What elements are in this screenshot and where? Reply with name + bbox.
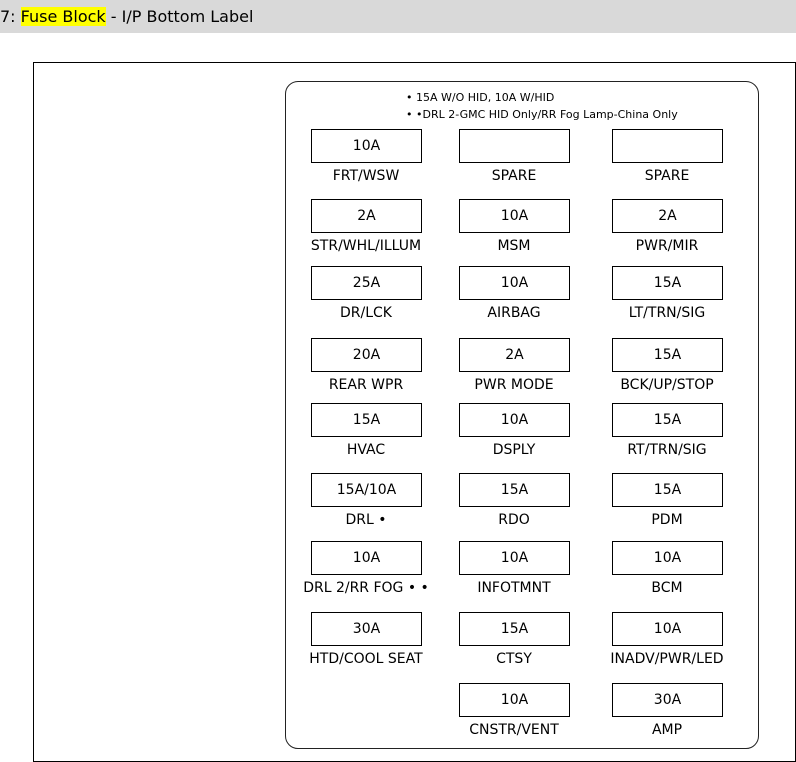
fuse-circuit-label: BCM bbox=[651, 580, 683, 596]
note-line-2: • •DRL 2-GMC HID Only/RR Fog Lamp-China … bbox=[406, 108, 678, 121]
fuse-rating-box: 15A bbox=[612, 473, 723, 507]
fuse-rating-box: 15A bbox=[311, 403, 422, 437]
fuse-circuit-label: BCK/UP/STOP bbox=[620, 377, 714, 393]
title-prefix: 7: bbox=[0, 7, 21, 26]
fuse-circuit-label: CTSY bbox=[496, 651, 532, 667]
fuse-circuit-label: LT/TRN/SIG bbox=[628, 305, 706, 321]
fuse-rating-box: 20A bbox=[311, 338, 422, 372]
fuse-circuit-label: AMP bbox=[651, 722, 683, 738]
fuse-circuit-label: HVAC bbox=[346, 442, 386, 458]
fuse-rating-box: 15A bbox=[459, 612, 570, 646]
fuse-circuit-label: CNSTR/VENT bbox=[469, 722, 559, 738]
title-bar: 7: Fuse Block - I/P Bottom Label bbox=[0, 0, 796, 33]
fuse-rating-box: 10A bbox=[459, 266, 570, 300]
fuse-circuit-label: PWR MODE bbox=[474, 377, 554, 393]
fuse-rating-box: 10A bbox=[311, 541, 422, 575]
fuse-rating-box: 15A bbox=[459, 473, 570, 507]
fuse-rating-box: 30A bbox=[612, 683, 723, 717]
fuse-circuit-label: DR/LCK bbox=[340, 305, 392, 321]
fuse-rating-box: 15A/10A bbox=[311, 473, 422, 507]
fuse-circuit-label: REAR WPR bbox=[328, 377, 404, 393]
fuse-circuit-label: SPARE bbox=[491, 168, 537, 184]
fuse-label-panel bbox=[285, 81, 759, 749]
fuse-rating-box: 10A bbox=[459, 683, 570, 717]
fuse-rating-box: 10A bbox=[612, 612, 723, 646]
fuse-circuit-label: MSM bbox=[497, 238, 531, 254]
fuse-circuit-label: RDO bbox=[498, 512, 530, 528]
fuse-rating-box: 30A bbox=[311, 612, 422, 646]
title-rest: - I/P Bottom Label bbox=[105, 7, 254, 26]
fuse-circuit-label: PWR/MIR bbox=[635, 238, 699, 254]
fuse-rating-box bbox=[612, 129, 723, 163]
fuse-rating-box: 15A bbox=[612, 266, 723, 300]
fuse-rating-box: 10A bbox=[311, 129, 422, 163]
fuse-circuit-label: SPARE bbox=[644, 168, 690, 184]
fuse-rating-box: 10A bbox=[459, 541, 570, 575]
fuse-circuit-label: INADV/PWR/LED bbox=[610, 651, 724, 667]
fuse-circuit-label: DRL • bbox=[345, 512, 387, 528]
fuse-rating-box: 10A bbox=[459, 199, 570, 233]
fuse-circuit-label: STR/WHL/ILLUM bbox=[310, 238, 422, 254]
fuse-circuit-label: AIRBAG bbox=[487, 305, 541, 321]
fuse-circuit-label: DRL 2/RR FOG • • bbox=[303, 580, 429, 596]
title-highlight[interactable]: Fuse Block bbox=[20, 7, 106, 26]
fuse-rating-box: 15A bbox=[612, 338, 723, 372]
fuse-rating-box: 25A bbox=[311, 266, 422, 300]
fuse-circuit-label: FRT/WSW bbox=[332, 168, 400, 184]
fuse-rating-box: 2A bbox=[459, 338, 570, 372]
fuse-circuit-label: DSPLY bbox=[492, 442, 536, 458]
fuse-circuit-label: RT/TRN/SIG bbox=[627, 442, 707, 458]
fuse-rating-box: 2A bbox=[311, 199, 422, 233]
fuse-circuit-label: PDM bbox=[651, 512, 683, 528]
fuse-rating-box: 10A bbox=[612, 541, 723, 575]
note-line-1: • 15A W/O HID, 10A W/HID bbox=[406, 91, 555, 104]
fuse-rating-box: 10A bbox=[459, 403, 570, 437]
fuse-rating-box: 15A bbox=[612, 403, 723, 437]
fuse-circuit-label: HTD/COOL SEAT bbox=[309, 651, 423, 667]
fuse-rating-box bbox=[459, 129, 570, 163]
fuse-circuit-label: INFOTMNT bbox=[477, 580, 551, 596]
fuse-rating-box: 2A bbox=[612, 199, 723, 233]
